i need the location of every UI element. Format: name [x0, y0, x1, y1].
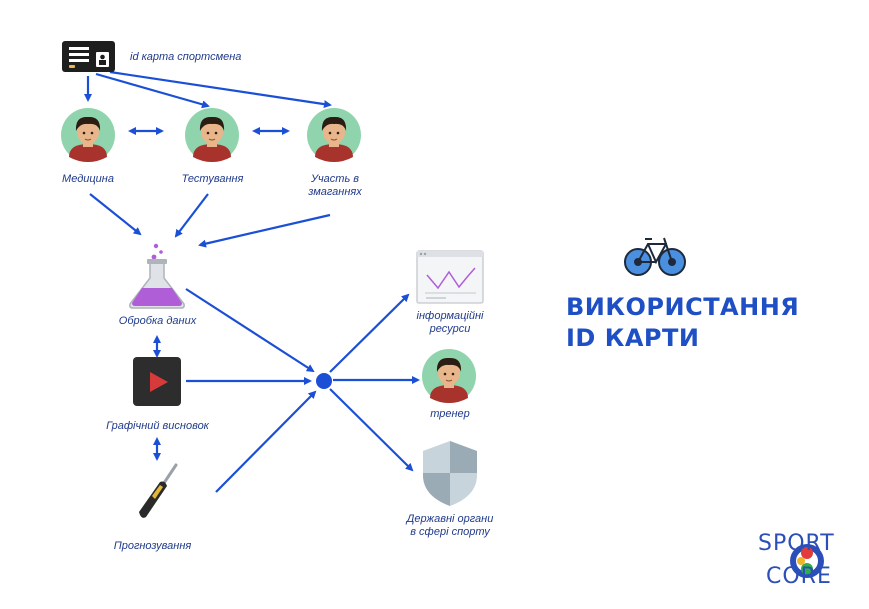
- arrow-card-to-competition: [109, 70, 332, 109]
- label-graphic-output: Графічний висновок: [106, 420, 209, 432]
- logo-text-top: SPORT: [758, 531, 835, 556]
- arrow-competition-to-flask: [198, 213, 331, 248]
- id-card-icon: [62, 41, 115, 72]
- logo-text-bottom: CORE: [766, 564, 832, 589]
- person-avatar-icon: [60, 107, 116, 163]
- page-title-line1: ВИКОРИСТАННЯ: [566, 293, 800, 321]
- label-state-bodies-line1: Державні органи: [406, 513, 494, 525]
- bicycle-icon: [624, 237, 686, 276]
- screwdriver-icon: [139, 463, 178, 518]
- arrow-tool-to-hub: [215, 390, 317, 493]
- label-info-resources-line2: ресурси: [429, 323, 471, 335]
- video-play-icon: [133, 357, 181, 406]
- hub-node: [316, 373, 332, 389]
- connector-arrows: [84, 70, 420, 493]
- person-avatar-icon: [184, 107, 240, 163]
- label-forecasting: Прогнозування: [113, 540, 192, 552]
- arrow-testing-to-flask: [174, 193, 209, 238]
- arrow-medicine-to-flask: [89, 193, 142, 236]
- page-title-line2: ID КАРТИ: [566, 324, 700, 352]
- page-title: ВИКОРИСТАННЯ ID КАРТИ: [566, 292, 799, 354]
- label-competition: Участь в змаганнях: [290, 173, 380, 199]
- arrow-hub-to-info: [329, 293, 410, 373]
- label-state-bodies: Державні органи в сфері спорту: [390, 513, 510, 539]
- label-coach: тренер: [430, 408, 470, 420]
- label-info-resources: інформаційні ресурси: [400, 310, 500, 336]
- label-info-resources-line1: інформаційні: [416, 310, 484, 322]
- label-testing: Тестування: [181, 173, 244, 185]
- chart-window-icon: [416, 250, 484, 304]
- label-state-bodies-line2: в сфері спорту: [410, 526, 490, 538]
- logo-mark-icon: [790, 544, 824, 578]
- label-competition-line2: змаганнях: [308, 186, 362, 198]
- label-id-card: id карта спортсмена: [130, 51, 242, 63]
- label-medicine: Медицина: [62, 173, 114, 185]
- arrow-card-to-testing: [95, 72, 210, 109]
- person-avatar-icon: [421, 348, 477, 404]
- flask-icon: [129, 243, 185, 309]
- arrow-flask-to-hub: [185, 288, 315, 373]
- person-avatar-icon: [306, 107, 362, 163]
- label-data-processing: Обробка даних: [118, 315, 197, 327]
- label-competition-line1: Участь в: [310, 173, 360, 185]
- shield-icon: [423, 441, 477, 506]
- arrow-hub-to-state: [329, 388, 414, 472]
- sportcore-logo: SPORT CORE: [756, 530, 856, 592]
